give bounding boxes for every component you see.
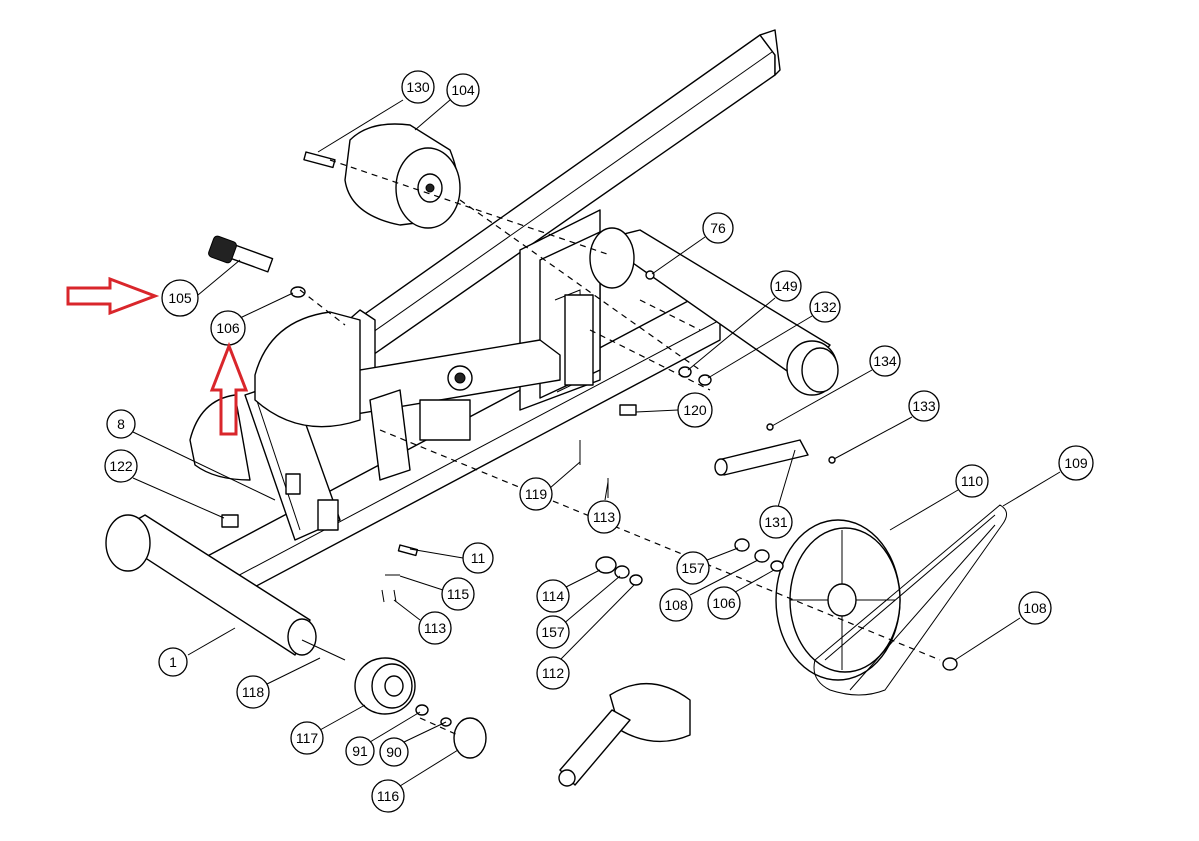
pedal-crank (558, 683, 691, 787)
rear-stabilizer (589, 227, 839, 396)
callout-134: 134 (771, 345, 901, 427)
callout-91: 91 (345, 711, 421, 766)
callout-90: 90 (379, 721, 447, 767)
svg-text:110: 110 (961, 473, 984, 489)
belt-part-109 (813, 504, 1007, 696)
svg-text:90: 90 (386, 744, 402, 760)
callout-133: 133 (833, 390, 940, 460)
housing (189, 311, 471, 481)
callout-115: 115 (399, 575, 475, 611)
svg-text:8: 8 (117, 416, 125, 432)
callout-114: 114 (536, 569, 601, 613)
svg-text:120: 120 (683, 402, 707, 418)
svg-text:112: 112 (542, 665, 565, 681)
up-arrow-icon (209, 341, 249, 436)
callout-131: 131 (759, 449, 796, 539)
callout-132: 132 (707, 291, 841, 379)
svg-text:115: 115 (447, 586, 470, 602)
callout-1: 1 (158, 627, 236, 677)
svg-text:116: 116 (377, 788, 400, 804)
callout-109: 109 (1002, 445, 1094, 507)
svg-text:108: 108 (664, 597, 688, 613)
svg-text:118: 118 (242, 684, 265, 700)
svg-text:132: 132 (813, 299, 837, 315)
svg-text:157: 157 (681, 560, 705, 576)
svg-text:130: 130 (406, 79, 430, 95)
assembly-lines (299, 159, 941, 737)
svg-text:108: 108 (1023, 600, 1047, 616)
callout-149: 149 (687, 270, 802, 371)
svg-text:131: 131 (764, 514, 788, 530)
svg-text:105: 105 (168, 290, 192, 306)
shaft-part-105 (208, 235, 306, 298)
svg-text:133: 133 (912, 398, 936, 414)
callout-11: 11 (409, 542, 494, 574)
svg-text:104: 104 (451, 82, 475, 98)
svg-text:117: 117 (296, 730, 319, 746)
callout-130: 130 (317, 70, 435, 153)
callout-106-bottom: 106 (707, 569, 775, 620)
motor-part-104 (303, 123, 461, 229)
svg-text:113: 113 (424, 620, 447, 636)
front-stabilizer-part-1 (105, 514, 346, 661)
callout-157-right: 157 (676, 547, 739, 585)
callout-106-top: 106 (210, 292, 294, 346)
callout-104: 104 (414, 73, 480, 131)
svg-text:114: 114 (542, 588, 565, 604)
callout-110: 110 (889, 464, 989, 531)
svg-text:106: 106 (216, 320, 240, 336)
svg-text:149: 149 (774, 278, 798, 294)
svg-text:106: 106 (712, 595, 736, 611)
svg-text:1: 1 (169, 654, 177, 670)
callout-117: 117 (290, 704, 366, 755)
right-arrow-icon (66, 276, 160, 316)
callout-118: 118 (236, 657, 321, 709)
svg-text:134: 134 (873, 353, 897, 369)
callout-108-left: 108 (659, 559, 759, 622)
callout-116: 116 (371, 749, 459, 813)
callout-8: 8 (106, 409, 276, 501)
callout-113-top: 113 (587, 481, 621, 534)
callout-108-right: 108 (954, 591, 1052, 661)
callout-76: 76 (651, 212, 734, 275)
svg-text:109: 109 (1064, 455, 1088, 471)
callout-112: 112 (536, 584, 635, 690)
svg-text:157: 157 (541, 624, 565, 640)
svg-text:91: 91 (352, 743, 368, 759)
svg-text:122: 122 (109, 458, 133, 474)
svg-text:11: 11 (471, 550, 486, 566)
callout-157-left: 157 (536, 575, 621, 649)
axle-part-131 (714, 439, 809, 476)
callout-113-bottom: 113 (393, 599, 452, 645)
svg-text:76: 76 (710, 220, 726, 236)
svg-text:119: 119 (525, 486, 548, 502)
wheel-part-117 (354, 657, 487, 759)
pulley-part-110 (775, 519, 901, 681)
callout-119: 119 (519, 461, 581, 511)
callout-105: 105 (161, 259, 241, 317)
callout-122: 122 (104, 449, 225, 519)
svg-text:113: 113 (593, 509, 616, 525)
callout-120: 120 (635, 392, 713, 428)
